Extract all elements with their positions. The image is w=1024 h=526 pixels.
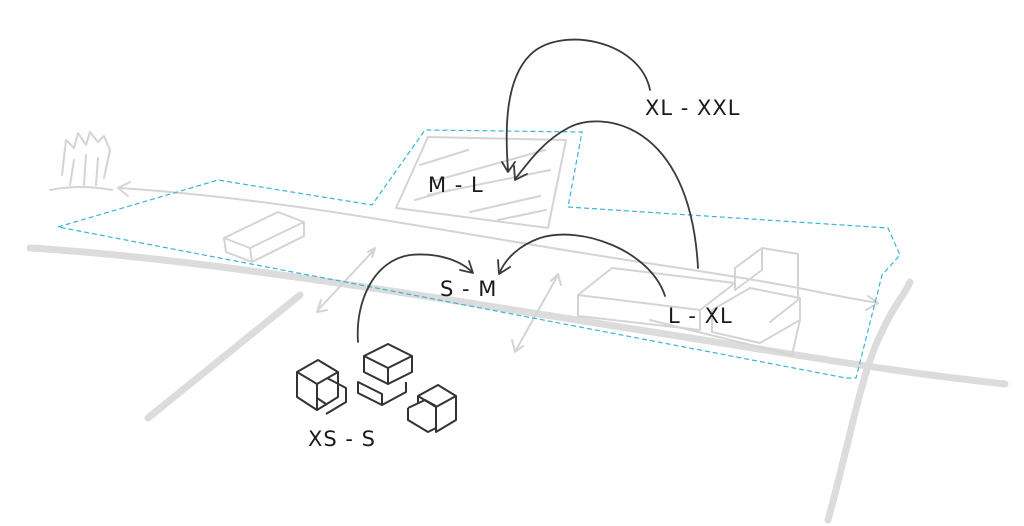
xs-s-blocks-icon bbox=[296, 343, 457, 433]
arrow-l-xl-to-m-l bbox=[515, 120, 699, 269]
arrow-xl-xxl-to-m-l bbox=[505, 38, 651, 171]
flow-arrow bbox=[119, 187, 879, 304]
arrow-xs-s-to-s-m bbox=[356, 253, 473, 343]
label-xs-s: XS - S bbox=[308, 427, 376, 451]
label-s-m: S - M bbox=[440, 277, 497, 301]
access-arrows bbox=[316, 247, 562, 353]
main-road bbox=[26, 244, 1009, 388]
arrow-l-xl-to-s-m bbox=[499, 233, 666, 297]
site-sketches bbox=[49, 131, 879, 356]
roads bbox=[26, 244, 1009, 524]
side-road-left bbox=[144, 291, 304, 422]
building-cluster-right bbox=[577, 247, 801, 356]
label-xl-xxl: XL - XXL bbox=[645, 96, 741, 120]
field-plot bbox=[395, 136, 567, 229]
size-arrows bbox=[356, 38, 699, 343]
side-road-right bbox=[824, 278, 914, 524]
small-building-left bbox=[223, 211, 305, 263]
label-l-xl: L - XL bbox=[668, 304, 733, 328]
label-m-l: M - L bbox=[428, 173, 484, 197]
site-boundary bbox=[57, 129, 901, 379]
tree-cluster-icon bbox=[49, 131, 113, 191]
